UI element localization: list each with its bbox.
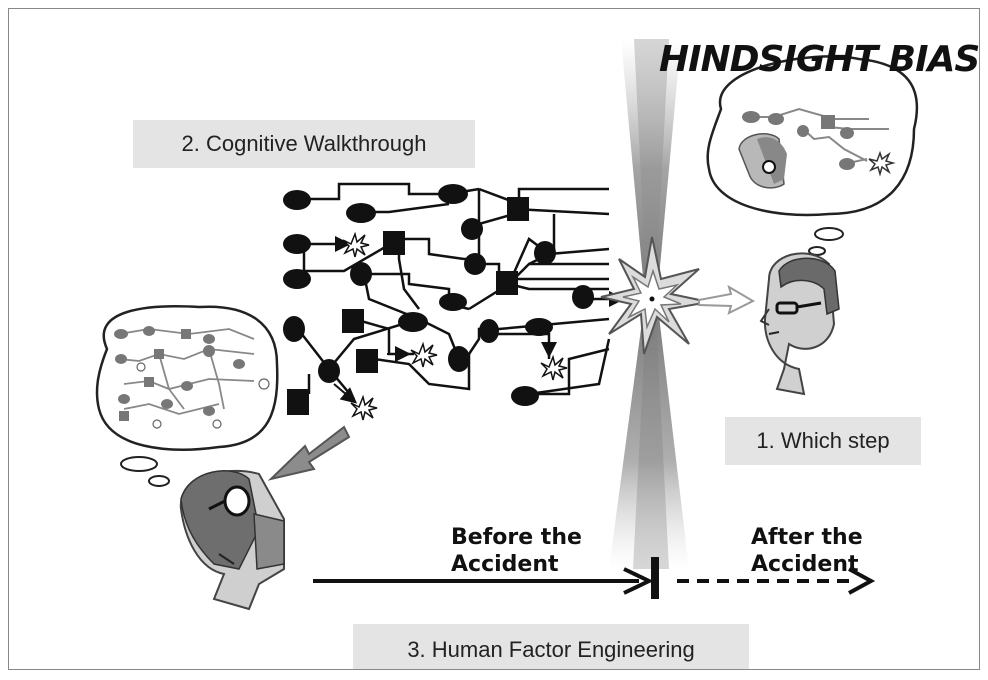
after-line2: Accident — [751, 552, 859, 577]
label-which-step: 1. Which step — [725, 417, 921, 465]
hindsight-head — [759, 252, 840, 396]
diagram-frame: HINDSIGHT BIAS 2. Cognitive Walkthrough … — [8, 8, 980, 670]
after-accident-label: After the Accident — [751, 524, 863, 578]
accident-explosion — [600, 236, 710, 355]
foresight-thought-bubble — [95, 305, 279, 487]
network-nodes — [283, 184, 594, 415]
diagram-title: HINDSIGHT BIAS — [659, 39, 980, 80]
hindsight-thought-bubble — [706, 55, 919, 256]
after-line1: After the — [751, 525, 863, 550]
before-accident-label: Before the Accident — [451, 524, 582, 578]
accident-marker — [651, 557, 659, 599]
label-human-factor-engineering: 3. Human Factor Engineering — [353, 624, 749, 669]
before-line1: Before the — [451, 525, 582, 550]
before-line2: Accident — [451, 552, 559, 577]
hindsight-arrow — [698, 284, 756, 315]
timeline — [313, 557, 876, 599]
foresight-arrow — [267, 425, 351, 481]
diagram-artwork — [95, 39, 919, 611]
small-bursts — [342, 231, 568, 421]
light-beam — [609, 39, 689, 569]
label-cognitive-walkthrough: 2. Cognitive Walkthrough — [133, 120, 475, 168]
foresight-head — [179, 469, 285, 611]
